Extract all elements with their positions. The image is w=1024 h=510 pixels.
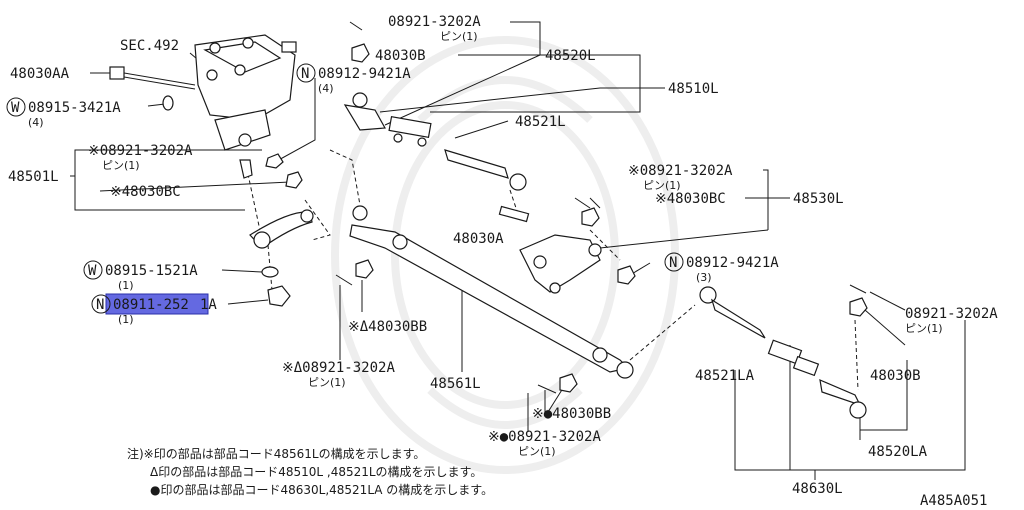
- selection-highlight: [105, 293, 209, 315]
- label-08915-3421a: 08915-3421A: [28, 100, 121, 116]
- nut-48030bc-right: [581, 207, 600, 227]
- watermark-emblem: [331, 36, 679, 474]
- legend-notes: 注)※印の部品は部品コード48561Lの構成を示します。 Δ印の部品は部品コード…: [127, 446, 493, 497]
- pin-top: [349, 21, 363, 31]
- pin-right: [574, 197, 591, 209]
- label-48520la: 48520LA: [868, 444, 928, 460]
- nut-48030bb-dot: [559, 373, 578, 393]
- label-08921-3202a-right: ※08921-3202A: [628, 163, 733, 179]
- note-line-1: 注)※印の部品は部品コード48561Lの構成を示します。: [127, 446, 425, 461]
- label-48561l: 48561L: [430, 376, 481, 392]
- label-08912-9421a-top: 08912-9421A: [318, 66, 411, 82]
- w-badge-1521: [83, 260, 103, 280]
- pin-label-dot: ピン(1): [518, 445, 556, 458]
- label-08912-9421a-right: 08912-9421A: [686, 255, 779, 271]
- idler-arm-48530l: [498, 205, 602, 294]
- label-48030b-right: 48030B: [870, 368, 921, 384]
- washer-08915-3421a: [162, 95, 174, 111]
- washer-08915-1521a: [261, 266, 279, 278]
- pin-label-top: ピン(1): [440, 30, 478, 43]
- bolt-48030aa: [109, 66, 196, 90]
- part-labels: SEC.492 48030AA W 08915-3421A (4) N 0891…: [6, 14, 998, 497]
- label-08921-3202a-far: 08921-3202A: [905, 306, 998, 322]
- label-48501l: 48501L: [8, 169, 59, 185]
- qty-2521: (1): [118, 313, 134, 326]
- steering-gearbox: [194, 34, 297, 151]
- nut-48030b-right: [849, 297, 868, 317]
- nut-08912-9421a-right: [617, 265, 636, 285]
- pin-far: [849, 284, 867, 294]
- n-badge-top-text: N: [301, 66, 309, 82]
- label-48030bb-tri: ※Δ48030BB: [348, 319, 427, 335]
- n-badge-top: [296, 63, 316, 83]
- pin-label-tri: ピン(1): [308, 376, 346, 389]
- w-badge-3421-text: W: [11, 100, 20, 116]
- n-badge-2521: [91, 294, 111, 314]
- label-08915-1521a: 08915-1521A: [105, 263, 198, 279]
- n-badge-2521-text: N: [96, 297, 104, 313]
- label-08911-2521a-part2: 1A: [200, 297, 217, 313]
- label-48630l: 48630L: [792, 481, 843, 497]
- label-sec492: SEC.492: [120, 38, 179, 54]
- n-badge-right-text: N: [669, 255, 677, 271]
- label-48510l: 48510L: [668, 81, 719, 97]
- label-48030bc-left: ※48030BC: [110, 184, 181, 200]
- figure-code: A485A051: [920, 493, 987, 509]
- label-48030bc-right: ※48030BC: [655, 191, 726, 207]
- label-08921-3202a-dot: ※●08921-3202A: [488, 429, 601, 445]
- nut-48030bb-tri: [355, 259, 374, 279]
- nut-08911-2521a: [267, 285, 291, 307]
- label-48030b-top: 48030B: [375, 48, 426, 64]
- pin-dot: [537, 384, 557, 394]
- qty-3421: (4): [28, 116, 44, 129]
- label-48030a: 48030A: [453, 231, 504, 247]
- pin-label-right: ピン(1): [643, 179, 681, 192]
- label-48030aa: 48030AA: [10, 66, 70, 82]
- qty-9421-top: (4): [318, 82, 334, 95]
- tie-rod-48521la: [699, 286, 867, 419]
- qty-9421-right: (3): [696, 271, 712, 284]
- w-badge-1521-text: W: [88, 263, 97, 279]
- pitman-arm: [239, 153, 314, 249]
- note-line-2: Δ印の部品は部品コード48510L ,48521Lの構成を示します。: [150, 464, 482, 479]
- pin-tri: [335, 274, 353, 286]
- label-48530l: 48530L: [793, 191, 844, 207]
- w-badge-3421: [6, 97, 26, 117]
- label-48521l: 48521L: [515, 114, 566, 130]
- qty-1521: (1): [118, 279, 134, 292]
- center-link-48561l: [349, 205, 634, 379]
- nut-48030b-top: [351, 43, 370, 63]
- label-48521la: 48521LA: [695, 368, 755, 384]
- tie-rod-48521l: [343, 92, 527, 191]
- label-08921-3202a-left: ※08921-3202A: [88, 143, 193, 159]
- pin-label-left: ピン(1): [102, 159, 140, 172]
- note-line-3: ●印の部品は部品コード48630L,48521LA の構成を示します。: [150, 482, 493, 497]
- label-08911-2521a-part1: 08911-252: [113, 297, 189, 313]
- label-48520l: 48520L: [545, 48, 596, 64]
- label-48030bb-dot: ※●48030BB: [532, 406, 611, 422]
- pin-label-far: ピン(1): [905, 322, 943, 335]
- label-08921-3202a-tri: ※Δ08921-3202A: [282, 360, 395, 376]
- label-08921-3202a-top: 08921-3202A: [388, 14, 481, 30]
- n-badge-right: [664, 252, 684, 272]
